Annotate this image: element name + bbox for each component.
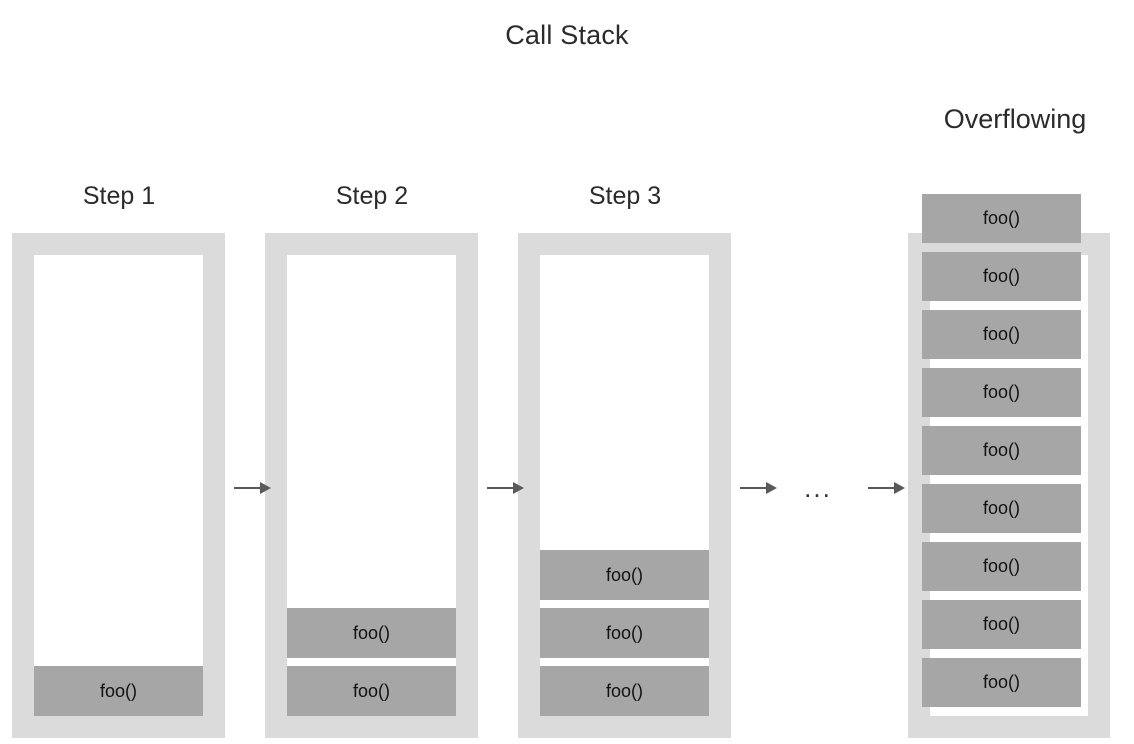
stack-frame-block: foo()	[34, 666, 203, 716]
stack-frame-block: foo()	[287, 608, 456, 658]
arrow-shaft	[740, 487, 768, 489]
arrow-head	[260, 482, 271, 494]
stack-frame-block: foo()	[540, 608, 709, 658]
arrow-right-icon-2	[487, 481, 525, 497]
ellipsis-label: ...	[804, 473, 832, 503]
step-label-2: Step 2	[335, 182, 409, 210]
call-stack-frame-step-2: foo() foo()	[265, 233, 478, 738]
arrow-right-icon-1	[234, 481, 272, 497]
stack-frame-block: foo()	[922, 310, 1081, 359]
stack-frame-block: foo()	[922, 542, 1081, 591]
arrow-right-icon-3	[740, 481, 778, 497]
arrow-right-icon-4	[868, 481, 906, 497]
stack-frame-block: foo()	[287, 666, 456, 716]
stack-frame-block: foo()	[540, 550, 709, 600]
call-stack-inner-step-1: foo()	[34, 255, 203, 716]
stack-frame-block: foo()	[540, 666, 709, 716]
stack-frame-block: foo()	[922, 658, 1081, 707]
overflowing-label: Overflowing	[943, 104, 1087, 134]
stack-frame-block: foo()	[922, 368, 1081, 417]
call-stack-inner-step-2: foo() foo()	[287, 255, 456, 716]
arrow-head	[894, 482, 905, 494]
stack-frame-block: foo()	[922, 194, 1081, 243]
stack-frame-block: foo()	[922, 426, 1081, 475]
arrow-head	[513, 482, 524, 494]
call-stack-frame-step-1: foo()	[12, 233, 225, 738]
stack-frame-block: foo()	[922, 484, 1081, 533]
step-label-1: Step 1	[82, 182, 156, 210]
arrow-shaft	[487, 487, 515, 489]
step-label-3: Step 3	[588, 182, 662, 210]
call-stack-frame-step-3: foo() foo() foo()	[518, 233, 731, 738]
arrow-shaft	[868, 487, 896, 489]
call-stack-inner-step-3: foo() foo() foo()	[540, 255, 709, 716]
arrow-shaft	[234, 487, 262, 489]
stack-frame-block: foo()	[922, 252, 1081, 301]
call-stack-frame-overflowing: foo() foo() foo() foo() foo() foo() foo(…	[908, 194, 1110, 738]
page-title: Call Stack	[505, 20, 629, 50]
call-stack-inner-overflowing: foo() foo() foo() foo() foo() foo() foo(…	[922, 194, 1088, 716]
stack-frame-block: foo()	[922, 600, 1081, 649]
arrow-head	[766, 482, 777, 494]
